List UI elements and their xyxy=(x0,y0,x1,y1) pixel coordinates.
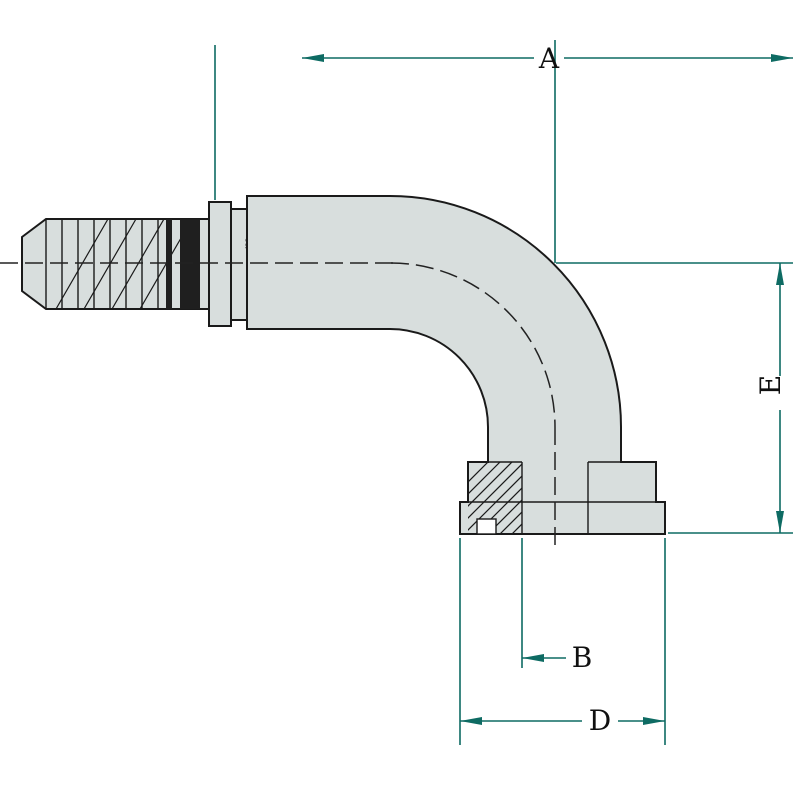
dim-a-arrowhead-left xyxy=(302,54,324,62)
dim-e-arrowhead-bottom xyxy=(776,511,784,533)
centerline-arc xyxy=(390,262,556,428)
flange xyxy=(460,461,665,535)
dim-a-label: A xyxy=(538,42,560,75)
dimension-d: D xyxy=(459,538,666,745)
nipple-thin-band xyxy=(166,219,172,309)
hose-nipple xyxy=(21,218,211,310)
nipple-serrations xyxy=(55,219,180,309)
elbow-body xyxy=(246,195,666,535)
dimension-a: A xyxy=(214,40,793,263)
elbow-flange-outline xyxy=(246,195,666,535)
flange-notch xyxy=(476,518,497,535)
dim-a-arrowhead-right xyxy=(771,54,793,62)
centerline xyxy=(0,262,556,548)
collar-rib xyxy=(208,201,232,327)
dim-d-label: D xyxy=(589,704,611,737)
collar-step xyxy=(230,208,248,321)
dimension-e: E xyxy=(556,262,793,534)
dim-e-arrowhead-top xyxy=(776,263,784,285)
dimension-b: B xyxy=(521,538,593,674)
dim-d-arrowhead-right xyxy=(643,717,665,725)
dim-b-arrowhead xyxy=(522,654,544,662)
dim-e-label: E xyxy=(754,375,787,395)
nipple-dark-band xyxy=(180,219,200,309)
dim-b-label: B xyxy=(572,641,593,674)
dim-d-arrowhead-left xyxy=(460,717,482,725)
